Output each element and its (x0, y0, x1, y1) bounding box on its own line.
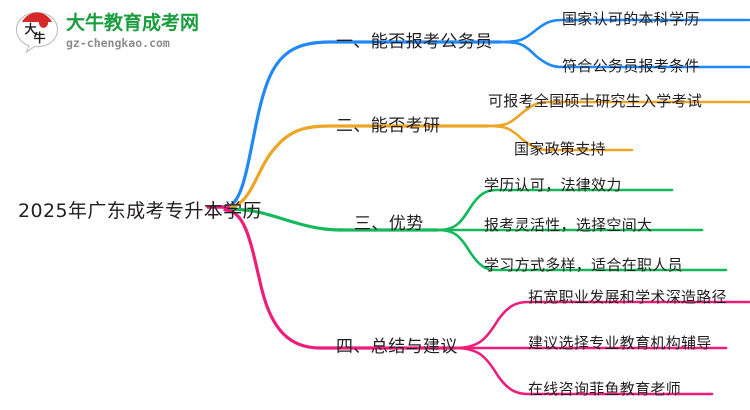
daniu-speech-bubble-logo-icon: 大 牛 (15, 11, 59, 54)
brand-name-cn: 大牛教育成考网 (66, 12, 200, 34)
root-node-label[interactable]: 2025年广东成考专升本学历 (18, 200, 262, 222)
branch-1-leaf-1-label[interactable]: 国家认可的本科学历 (562, 10, 700, 28)
svg-text:牛: 牛 (33, 30, 45, 45)
branch-label-1[interactable]: 一、能否报考公务员 (336, 32, 493, 52)
svg-text:大: 大 (24, 21, 36, 36)
branch-label-3[interactable]: 三、优势 (354, 214, 424, 234)
branch-3-leaf-2-label[interactable]: 报考灵活性，选择空间大 (484, 216, 653, 234)
branch-2-leaf-2-label[interactable]: 国家政策支持 (514, 140, 606, 158)
branch-1-leaf-2-label[interactable]: 符合公务员报考条件 (562, 57, 700, 75)
brand-logo[interactable]: 大 牛 大牛教育成考网 gz-chengkao.com (14, 6, 204, 58)
brand-text-block: 大牛教育成考网 gz-chengkao.com (66, 12, 206, 50)
branch-4-leaf-3-label[interactable]: 在线咨询菲鱼教育老师 (528, 380, 682, 398)
branch-3-leaf-1-label[interactable]: 学历认可，法律效力 (484, 176, 622, 194)
brand-url: gz-chengkao.com (66, 36, 170, 50)
branch-label-4[interactable]: 四、总结与建议 (336, 337, 458, 357)
branch-4-leaf-2-label[interactable]: 建议选择专业教育机构辅导 (528, 334, 712, 352)
branch-2-leaf-1-label[interactable]: 可报考全国硕士研究生入学考试 (488, 92, 703, 110)
branch-4-leaf-1-label[interactable]: 拓宽职业发展和学术深造路径 (528, 288, 727, 306)
branch-label-2[interactable]: 二、能否考研 (336, 116, 441, 136)
branch-3-leaf-3-label[interactable]: 学习方式多样，适合在职人员 (484, 256, 683, 274)
branch-2-trunk (223, 124, 489, 210)
